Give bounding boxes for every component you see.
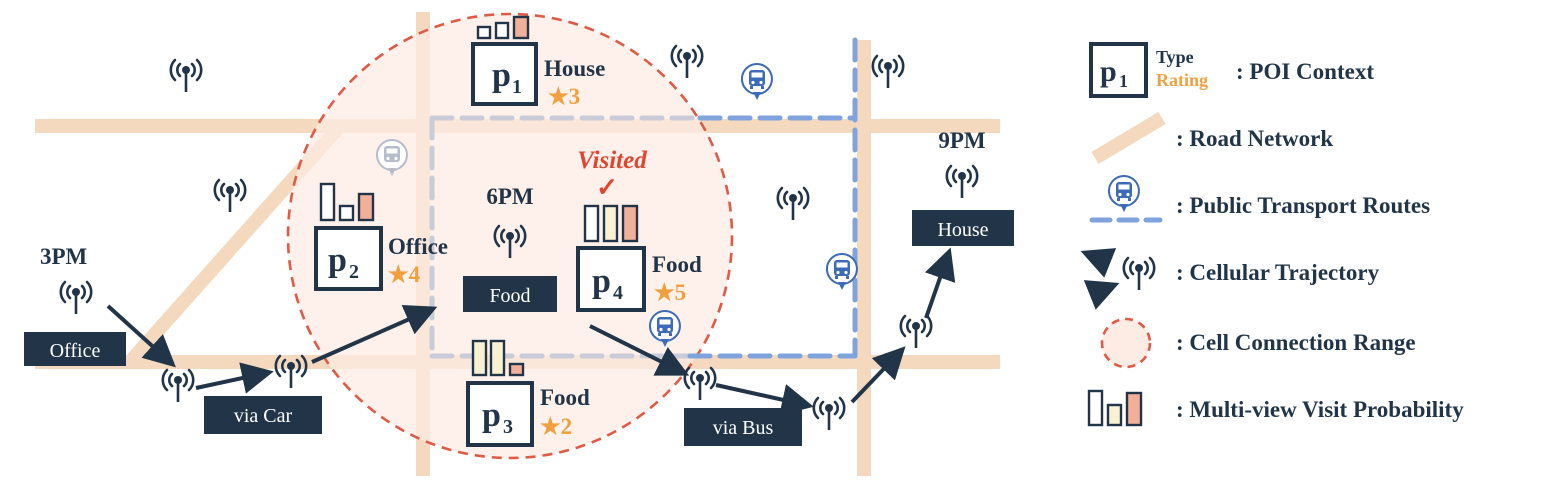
poi-subscript: 1	[1119, 71, 1128, 91]
poi-box	[1089, 42, 1148, 98]
legend: p 1 Type Rating : POI Context : Road Net…	[1080, 42, 1464, 427]
visit-bar	[489, 339, 506, 377]
visit-bar	[1106, 403, 1123, 427]
antenna-icon	[776, 186, 810, 222]
visit-bar	[319, 182, 336, 222]
bus-stop-icon	[825, 253, 858, 291]
trajectory-point-6pm: 6PM Food	[463, 184, 557, 312]
visit-bar	[583, 204, 600, 243]
poi-rating: ★2	[540, 414, 572, 439]
legend-multiview: : Multi-view Visit Probability	[1087, 389, 1464, 427]
antenna-icon	[683, 366, 717, 402]
antenna-icon	[169, 58, 203, 94]
bus-stop-icon	[1107, 175, 1140, 213]
antenna-icon	[161, 368, 195, 404]
poi-letter: p	[482, 397, 501, 434]
legend-poi-context: p 1 Type Rating : POI Context	[1089, 42, 1374, 98]
house-box-label: House	[937, 219, 988, 241]
poi-rating: ★3	[548, 84, 580, 109]
time-label-3pm: 3PM	[40, 244, 88, 269]
antenna-icon	[871, 54, 905, 90]
food-box	[463, 276, 557, 312]
legend-rating-label: Rating	[1156, 70, 1208, 90]
visit-bar	[471, 339, 488, 377]
antenna-icon	[213, 178, 247, 214]
poi-type: House	[544, 56, 605, 81]
visit-bar	[476, 25, 492, 40]
road-swatch	[1091, 111, 1166, 165]
range-swatch	[1100, 317, 1152, 369]
trajectory-arrows	[106, 247, 956, 416]
antenna-icon	[670, 44, 704, 80]
arrow-icon	[1083, 280, 1120, 310]
visit-bar	[602, 204, 619, 243]
visited-check-icon: ✓	[596, 173, 618, 202]
poi-type: Food	[652, 252, 702, 277]
poi-p3: p 3 Food ★2	[466, 339, 590, 447]
antenna-icon	[899, 314, 933, 350]
visit-bar	[508, 362, 525, 377]
poi-box	[314, 226, 383, 291]
poi-p1: p 1 House ★3	[471, 15, 605, 109]
visit-bar	[1087, 389, 1104, 427]
via-bus-label: via Bus	[713, 417, 774, 439]
legend-road-label: : Road Network	[1176, 126, 1333, 151]
poi-rating: ★5	[654, 280, 686, 305]
house-box	[912, 210, 1014, 246]
legend-transport: : Public Transport Routes	[1089, 175, 1430, 223]
poi-letter: p	[328, 242, 347, 279]
arrow-icon	[1080, 248, 1117, 278]
legend-cellular-trajectory: : Cellular Trajectory	[1080, 248, 1380, 310]
poi-p2: p 2 Office ★4	[314, 182, 448, 291]
legend-multiview-label: : Multi-view Visit Probability	[1176, 397, 1464, 422]
poi-subscript: 4	[613, 282, 623, 304]
poi-subscript: 2	[349, 261, 359, 283]
visit-bar	[338, 204, 355, 222]
poi-rating: ★4	[388, 262, 421, 287]
time-label-9pm: 9PM	[938, 128, 986, 153]
visited-label: Visited	[577, 147, 647, 174]
office-box-label: Office	[50, 340, 101, 362]
time-label-6pm: 6PM	[486, 184, 534, 209]
poi-type: Food	[540, 385, 590, 410]
visit-bar	[494, 21, 510, 40]
bus-stop-icon	[740, 63, 773, 101]
office-box	[24, 332, 126, 366]
legend-range-label: : Cell Connection Range	[1176, 330, 1416, 355]
poi-letter: p	[492, 57, 511, 94]
legend-road-network: : Road Network	[1091, 111, 1333, 165]
food-box-label: Food	[489, 285, 530, 307]
visit-bar	[357, 192, 375, 222]
legend-connection-range: : Cell Connection Range	[1100, 317, 1416, 369]
antenna-icon	[1122, 256, 1156, 292]
poi-subscript: 3	[503, 416, 513, 438]
visit-bar	[621, 204, 639, 243]
trajectory-point-9pm: 9PM House	[912, 128, 1014, 246]
trajectory-point-3pm: 3PM Office	[24, 244, 126, 366]
via-car-box	[204, 396, 322, 434]
poi-box	[576, 246, 646, 312]
poi-box	[466, 381, 534, 447]
legend-transport-label: : Public Transport Routes	[1176, 193, 1430, 218]
poi-letter: p	[592, 263, 611, 300]
poi-subscript: 1	[512, 76, 522, 98]
legend-type-label: Type	[1156, 47, 1194, 67]
via-bus-box	[684, 408, 802, 446]
visit-bar	[512, 15, 530, 40]
legend-cellular-label: : Cellular Trajectory	[1176, 260, 1380, 285]
poi-type: Office	[388, 234, 448, 259]
legend-poi-context-label: : POI Context	[1236, 59, 1374, 84]
antenna-icon	[945, 164, 979, 200]
antenna-icon	[812, 396, 846, 432]
poi-box	[471, 42, 538, 106]
via-car-label: via Car	[234, 405, 293, 427]
antenna-icon	[59, 280, 93, 316]
poi-letter: p	[1100, 55, 1117, 88]
visit-bar	[1125, 391, 1143, 427]
poi-p4: Visited ✓ p 4 Food ★5	[576, 147, 702, 312]
